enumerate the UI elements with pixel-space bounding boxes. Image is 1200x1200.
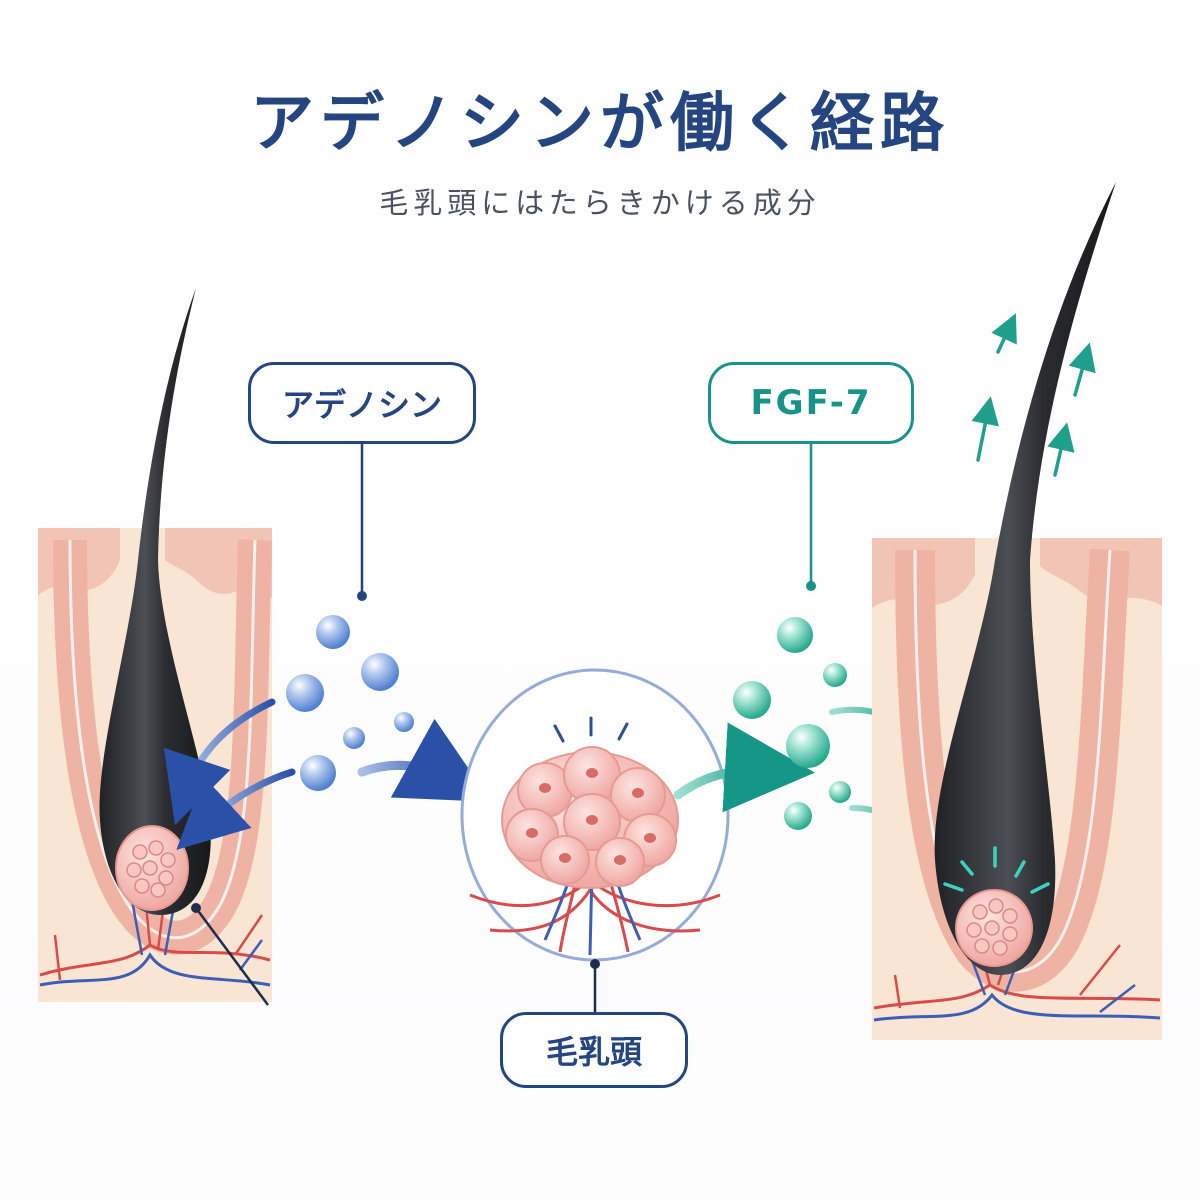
left-papilla-cells [126, 840, 176, 898]
dermal-papilla-label: 毛乳頭 [500, 1012, 688, 1088]
right-activity-lines [943, 846, 1050, 894]
fgf7-label: FGF-7 [708, 362, 914, 444]
right-vein [873, 992, 1161, 1022]
left-pointer-line [194, 907, 270, 1006]
papilla-activity-lines [553, 716, 629, 743]
adenosine-molecule [361, 653, 399, 691]
fgf7-molecule [823, 663, 847, 687]
center-dermal-papilla [460, 668, 730, 1012]
adenosine-molecule [286, 674, 324, 712]
adenosine-molecule [343, 727, 365, 749]
growth-arrow [1047, 422, 1075, 477]
fgf7-molecule [733, 681, 771, 719]
growth-arrow [991, 313, 1017, 354]
right-hair-follicle [872, 182, 1162, 1040]
left-capillaries-red [53, 894, 264, 981]
papilla-connector-dot [590, 959, 600, 969]
left-follicle-highlight [68, 539, 257, 940]
right-hair-shaft [934, 182, 1116, 975]
adenosine-connector-dot [357, 591, 367, 601]
hair-growth-arrows [971, 313, 1096, 477]
growth-arrow [971, 396, 999, 462]
papilla-cell-cluster [501, 746, 679, 889]
left-vein [39, 952, 271, 987]
fgf7-molecule [784, 802, 812, 830]
adenosine-molecule [316, 615, 350, 649]
fgf7-molecule [786, 724, 830, 768]
arrow-papilla-to-fgf7 [673, 722, 815, 813]
right-follicle-highlight [913, 549, 1112, 974]
fgf7-molecules [733, 617, 851, 830]
page-title: アデノシンが働く経路 [250, 87, 950, 161]
right-papilla-cells [966, 898, 1018, 956]
adenosine-molecule [300, 755, 336, 791]
fgf7-molecule [777, 617, 813, 653]
fgf7-molecule [829, 781, 851, 803]
arrow-to-left-follicle-lower [176, 768, 296, 850]
left-hair-follicle [38, 288, 272, 1006]
left-pointer-dot [191, 903, 201, 913]
arrow-to-dermal-papilla [357, 718, 492, 802]
growth-arrow [1068, 342, 1096, 397]
page-subtitle: 毛乳頭にはたらきかける成分 [379, 186, 821, 220]
fgf7-connector-dot [806, 581, 816, 591]
adenosine-group [163, 444, 492, 850]
right-artery [873, 983, 1161, 1010]
adenosine-molecule [394, 712, 414, 732]
adenosine-label: アデノシン [248, 362, 476, 444]
